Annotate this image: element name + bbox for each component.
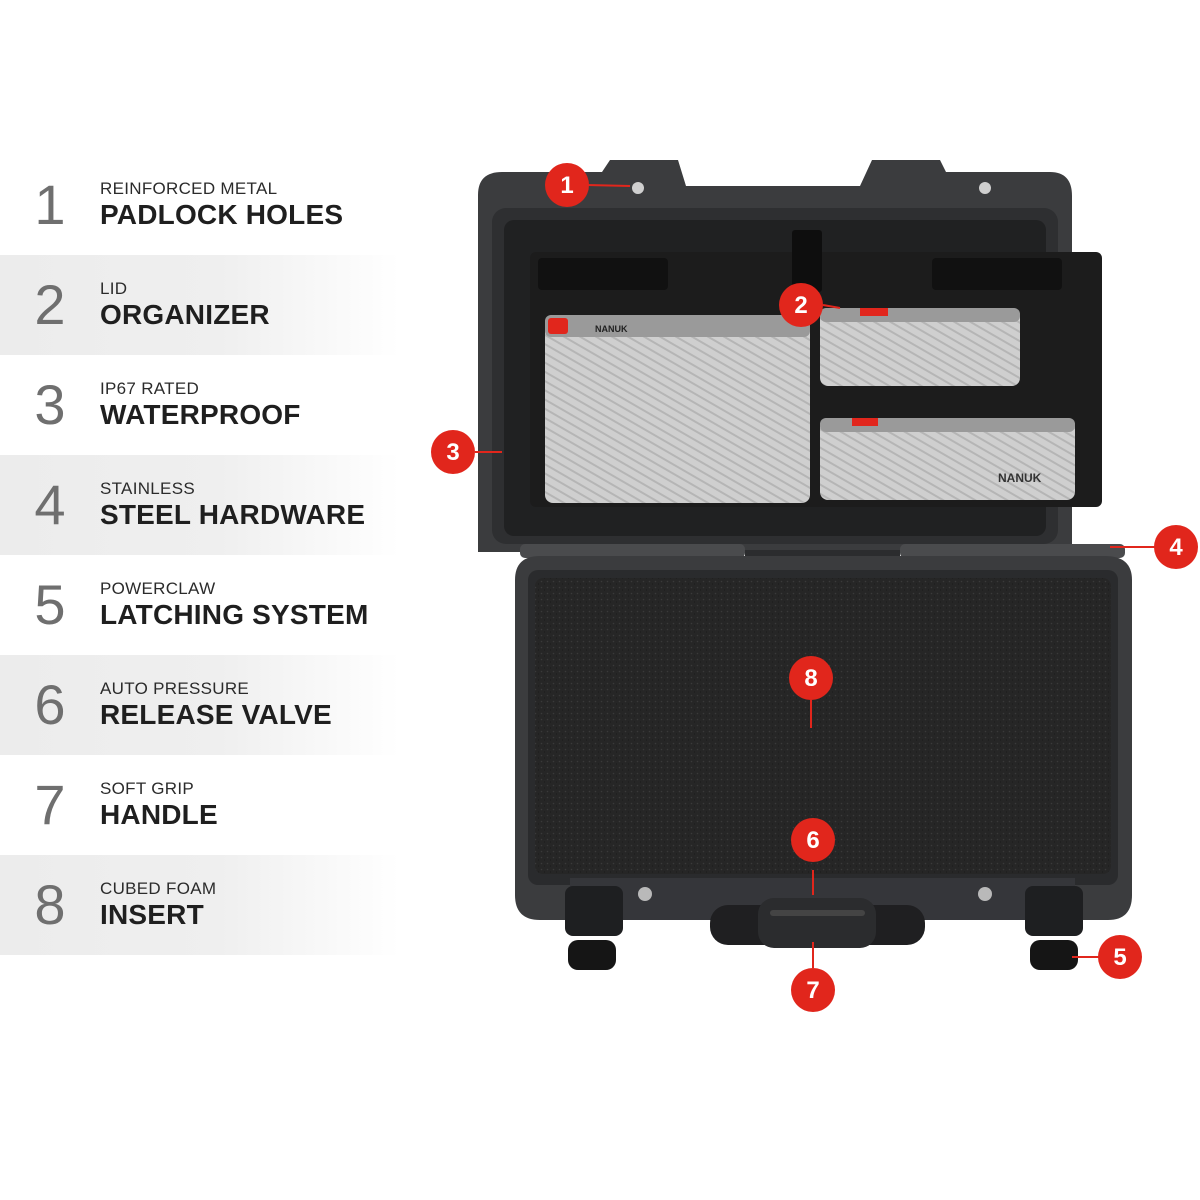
callout-3: 3 — [431, 430, 475, 474]
callout-2-label: 2 — [794, 292, 807, 319]
feature-subtitle: IP67 RATED — [100, 379, 200, 398]
latch-right — [1025, 886, 1083, 936]
feature-number: 4 — [34, 473, 66, 536]
feature-item-5: 5 POWERCLAW LATCHING SYSTEM — [0, 555, 400, 655]
callout-3-label: 3 — [446, 439, 459, 466]
feature-title: INSERT — [100, 899, 204, 930]
feature-item-8: 8 CUBED FOAM INSERT — [0, 855, 400, 955]
latch-left — [565, 886, 623, 936]
callout-8-label: 8 — [804, 665, 817, 692]
callout-4-label: 4 — [1169, 534, 1183, 561]
feature-number: 8 — [34, 873, 66, 936]
feature-title: STEEL HARDWARE — [100, 499, 366, 530]
feature-subtitle: CUBED FOAM — [100, 879, 217, 898]
small-mesh-pouch-top — [820, 308, 1020, 386]
feature-number: 6 — [34, 673, 66, 736]
feature-number: 3 — [34, 373, 66, 436]
callout-6-label: 6 — [806, 827, 819, 854]
feature-item-4: 4 STAINLESS STEEL HARDWARE — [0, 455, 400, 555]
callout-7-label: 7 — [806, 977, 819, 1004]
feature-number: 5 — [34, 573, 66, 636]
feature-subtitle: POWERCLAW — [100, 579, 216, 598]
case-lid: NANUK NANUK — [478, 160, 1102, 552]
case-illustration: NANUK NANUK — [431, 160, 1198, 1012]
case-base — [515, 556, 1132, 970]
small-mesh-pouch-bottom — [820, 418, 1075, 500]
callout-6: 6 — [791, 818, 835, 862]
feature-number: 7 — [34, 773, 66, 836]
organizer-brand: NANUK — [998, 471, 1042, 485]
cubed-foam-insert — [535, 578, 1111, 874]
feature-title: HANDLE — [100, 799, 218, 830]
feature-item-2: 2 LID ORGANIZER — [0, 255, 400, 355]
feature-title: LATCHING SYSTEM — [100, 599, 369, 630]
callout-2: 2 — [779, 283, 823, 327]
feature-title: PADLOCK HOLES — [100, 199, 344, 230]
padlock-hole-right — [979, 182, 991, 194]
feature-subtitle: LID — [100, 279, 128, 298]
feature-number: 1 — [34, 173, 66, 236]
feature-item-1: 1 REINFORCED METAL PADLOCK HOLES — [0, 155, 400, 255]
feature-title: WATERPROOF — [100, 399, 301, 430]
feature-item-7: 7 SOFT GRIP HANDLE — [0, 755, 400, 855]
feature-title: ORGANIZER — [100, 299, 270, 330]
padlock-hole-left — [632, 182, 644, 194]
callout-7: 7 — [791, 968, 835, 1012]
callout-1-label: 1 — [560, 172, 573, 199]
hinge-bar — [520, 544, 1125, 558]
feature-number: 2 — [34, 273, 66, 336]
callout-4: 4 — [1154, 525, 1198, 569]
large-mesh-pouch — [545, 315, 810, 503]
feature-item-6: 6 AUTO PRESSURE RELEASE VALVE — [0, 655, 400, 755]
callout-8: 8 — [789, 656, 833, 700]
callout-5: 5 — [1098, 935, 1142, 979]
padlock-hole-front-right — [978, 887, 992, 901]
callout-1: 1 — [545, 163, 589, 207]
feature-title: RELEASE VALVE — [100, 699, 332, 730]
feature-subtitle: SOFT GRIP — [100, 779, 195, 798]
feature-subtitle: REINFORCED METAL — [100, 179, 278, 198]
padlock-hole-front-left — [638, 887, 652, 901]
feature-item-3: 3 IP67 RATED WATERPROOF — [0, 355, 400, 455]
feature-subtitle: STAINLESS — [100, 479, 195, 498]
callout-5-label: 5 — [1113, 944, 1126, 971]
pouch-brand: NANUK — [595, 324, 628, 334]
feature-subtitle: AUTO PRESSURE — [100, 679, 250, 698]
